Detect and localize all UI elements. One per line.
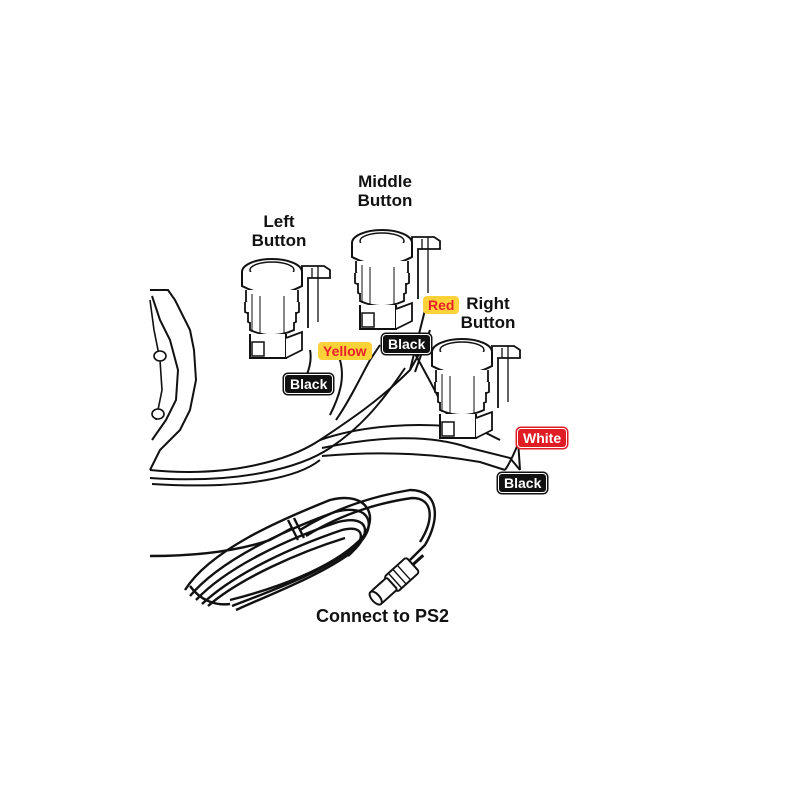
connector-label: Connect to PS2 [316, 606, 450, 626]
wire-label-red: Red [423, 296, 460, 315]
wire-label-black-middle: Black [382, 334, 432, 355]
middle-button-label-line1: Middle [358, 172, 412, 191]
wire-label-white: White [517, 428, 568, 449]
left-button-label-line1: Left [263, 212, 295, 231]
left-button-label-line2: Button [251, 231, 307, 251]
right-button-label: Right Button [452, 294, 524, 332]
right-button-label-line1: Right [466, 294, 510, 313]
middle-button-label: Middle Button [345, 172, 425, 210]
wire-label-yellow: Yellow [318, 342, 372, 361]
ps2-connector [368, 554, 425, 606]
right-button-label-line2: Button [460, 313, 516, 333]
wire-label-black-left: Black [284, 374, 334, 395]
middle-button-label-line2: Button [357, 191, 413, 211]
wire-label-black-right: Black [498, 473, 548, 494]
left-button-label: Left Button [244, 212, 314, 250]
